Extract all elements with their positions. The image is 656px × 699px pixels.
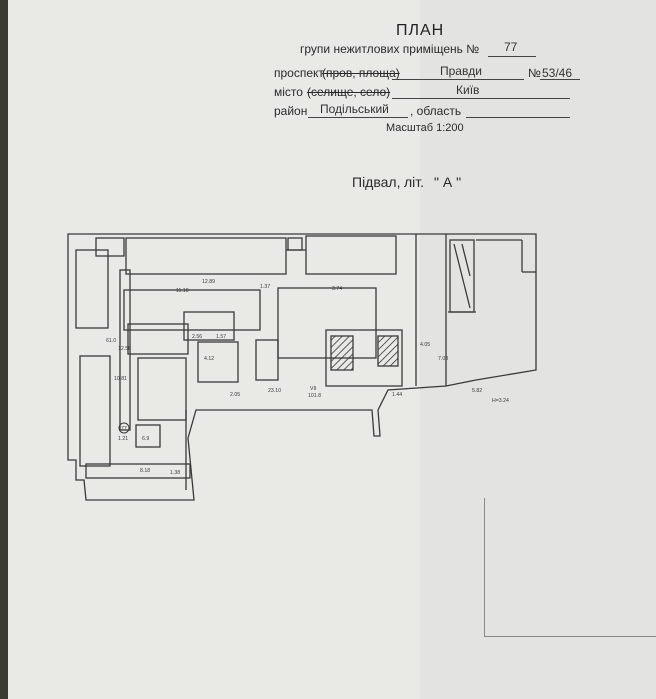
city-underline [392,98,570,99]
dim-12-56: 12.56 [118,346,131,352]
room-number-circle [118,422,130,434]
floor-plan: 12.89 11.18 3.74 2.56 1.57 4.12 4.05 7.0… [66,230,546,508]
region-underline [466,117,570,118]
room-center-3 [137,357,187,421]
dim-4-05: 4.05 [420,342,430,348]
dim-2-56: 2.56 [192,334,202,340]
street-type-label: проспект [274,66,324,80]
district-label: район [274,104,308,118]
district-name: Подільський [320,102,389,116]
dim-1-38: 1.38 [170,470,180,476]
street-underline [392,79,524,80]
room-circle-number: 77 [121,426,127,432]
scale-label: Масштаб 1:200 [386,122,464,134]
dim-2-05: 2.05 [230,392,240,398]
floor-plan-svg: 12.89 11.18 3.74 2.56 1.57 4.12 4.05 7.0… [67,233,537,501]
room-area-101-8: 101.8 [308,393,321,399]
room-small-3 [135,424,161,448]
room-center-6 [255,339,279,381]
street-type-struck: (пров, площа) [322,66,400,80]
room-small-2 [95,237,125,257]
dim-4-12: 4.12 [204,356,214,362]
dim-12-89: 12.89 [202,279,215,285]
outer-wall [67,233,537,501]
room-bottom-1 [85,463,191,479]
city-label: місто [274,85,303,99]
room-left-3 [119,269,131,431]
district-underline [308,117,408,118]
dim-3-74: 3.74 [332,286,342,292]
room-area-61-0: 61.0 [106,338,116,344]
dim-10-81: 10.81 [114,376,127,382]
room-left-1 [75,249,109,329]
house-number: 53/46 [542,66,573,80]
dim-11-18: 11.18 [176,288,189,294]
dim-1-44: 1.44 [392,392,402,398]
dim-5-82: 5.82 [472,388,482,394]
street-name: Правди [440,64,482,78]
room-small-1 [287,237,303,251]
document-title: ПЛАН [396,22,445,39]
house-underline [540,79,580,80]
room-number-vii: VII [310,386,316,392]
region-label: , область [410,104,462,118]
dim-23-10: 23.10 [268,388,281,394]
dim-1-57: 1.57 [216,334,226,340]
stair-hatch-2 [377,335,399,367]
floor-label: Підвал, [352,174,401,190]
group-underline [488,56,536,57]
dim-1-21: 1.21 [118,436,128,442]
document-sheet-overlap [420,0,656,699]
room-center-7 [277,287,377,359]
city-name: Київ [456,83,480,97]
room-left-2 [79,355,111,467]
liter-label: літ. [404,174,425,190]
room-center-4 [183,311,235,341]
dim-8-18: 8.18 [140,468,150,474]
group-number: 77 [504,40,518,54]
room-center-5 [197,341,239,383]
room-center-1 [123,289,261,331]
room-top-1 [125,237,287,275]
city-struck: (селище, село) [307,85,391,99]
liter-value: " А " [434,174,462,190]
height-3-24: H=3.24 [492,398,509,404]
room-area-6-9: 6.9 [142,436,149,442]
room-center-2 [127,323,189,355]
dim-1-37: 1.37 [260,284,270,290]
dim-7-03: 7.03 [438,356,448,362]
paper-fold-edge [484,498,656,637]
house-label: № [528,66,541,80]
room-top-2 [305,235,397,275]
stair-hatch-1 [330,335,354,371]
group-label: групи нежитлових приміщень № [300,42,480,56]
